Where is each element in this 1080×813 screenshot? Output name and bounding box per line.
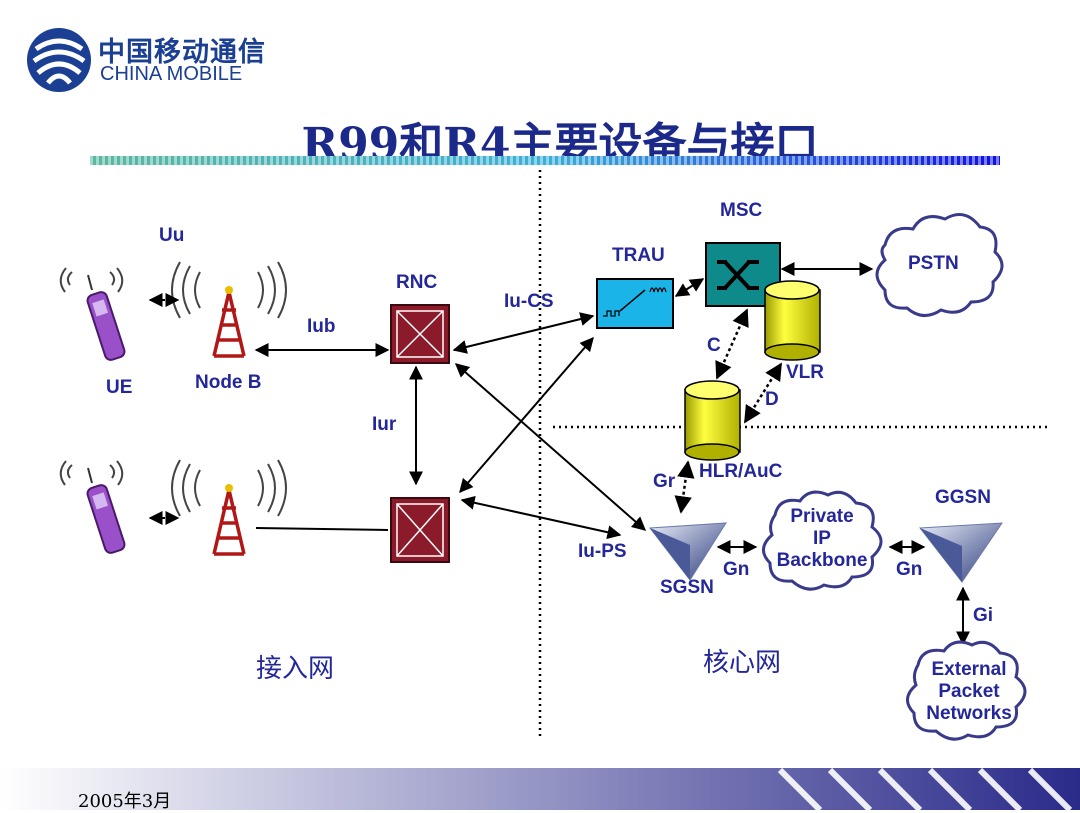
hlr-auc-database-icon	[684, 380, 741, 461]
label-gn-1: Gn	[723, 559, 750, 580]
pstn-cloud-icon	[875, 213, 1004, 317]
node-b-tower-icon-top	[171, 261, 287, 358]
label-external-packet-networks: External Packet Networks	[926, 659, 1012, 724]
label-d: D	[765, 389, 779, 410]
node-b-tower-icon-bottom	[171, 459, 287, 556]
label-msc: MSC	[720, 200, 763, 221]
iu-ps-link-bottom	[460, 495, 622, 540]
iu-cs-link-top	[452, 312, 595, 354]
label-c: C	[707, 335, 721, 356]
c-interface-link	[715, 308, 749, 380]
sgsn-pyramid-icon	[649, 522, 727, 581]
rnc-box-top	[390, 304, 450, 364]
label-iur: Iur	[372, 414, 397, 435]
trau-box	[596, 278, 674, 329]
vlr-database-icon	[764, 280, 821, 361]
logo-chinese-text: 中国移动通信	[98, 37, 266, 68]
label-rnc: RNC	[396, 272, 438, 293]
label-iu-cs: Iu-CS	[504, 291, 554, 312]
gr-interface-link	[674, 460, 695, 514]
d-interface-link	[743, 362, 783, 424]
external-packet-networks-cloud-icon	[906, 640, 1027, 741]
label-vlr: VLR	[786, 362, 824, 383]
label-iub: Iub	[307, 316, 336, 337]
label-gn-2: Gn	[896, 559, 923, 580]
iub-link-bottom	[255, 527, 389, 531]
rnc-box-bottom	[390, 497, 450, 563]
footer-stripes	[777, 767, 1073, 810]
trau-msc-link	[674, 278, 705, 297]
ggsn-pyramid-icon	[919, 522, 1003, 583]
label-ue: UE	[106, 377, 133, 398]
label-node-b: Node B	[195, 372, 262, 393]
label-pstn: PSTN	[908, 253, 959, 274]
ue-phone-icon-top	[59, 267, 126, 361]
label-private-ip-backbone: Private IP Backbone	[776, 506, 868, 571]
ue-phone-icon-bottom	[59, 460, 126, 554]
label-hlr-auc: HLR/AuC	[699, 461, 783, 482]
label-ggsn: GGSN	[935, 487, 991, 508]
zone-core-network: 核心网	[703, 648, 782, 678]
china-mobile-logo-icon	[27, 28, 91, 92]
private-ip-backbone-cloud-icon	[762, 490, 883, 591]
label-sgsn: SGSN	[660, 577, 714, 598]
label-gi: Gi	[973, 605, 994, 626]
label-gr: Gr	[653, 471, 676, 492]
label-trau: TRAU	[612, 245, 665, 266]
footer-date: 2005年3月	[78, 791, 172, 812]
label-uu: Uu	[159, 225, 185, 246]
title-underline	[90, 156, 1000, 165]
zone-access-network: 接入网	[256, 654, 335, 684]
iu-cs-link-bottom	[459, 336, 594, 494]
label-iu-ps: Iu-PS	[578, 541, 627, 562]
logo-english-text: CHINA MOBILE	[100, 63, 243, 85]
